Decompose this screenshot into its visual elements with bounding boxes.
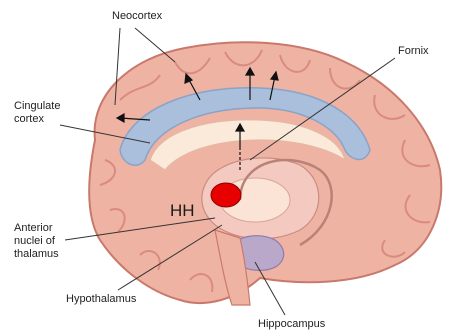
label-hippocampus: Hippocampus [258,318,325,331]
hh-marker-dot [211,183,241,207]
label-cingulate-cortex: Cingulate cortex [14,100,60,126]
label-hh-marker: HH [170,202,195,220]
label-hypothalamus: Hypothalamus [66,293,136,306]
label-neocortex: Neocortex [112,10,162,23]
label-anterior-nuclei: Anterior nuclei of thalamus [14,222,59,261]
label-fornix: Fornix [398,45,429,58]
